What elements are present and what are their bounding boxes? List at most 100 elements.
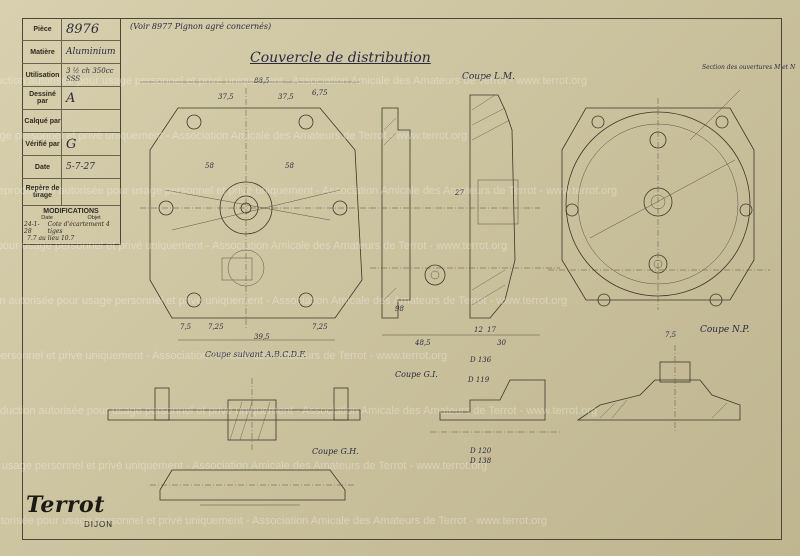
reference-note: (Voir 8977 Pignon agré concernés) bbox=[130, 22, 272, 31]
modifications-header: MODIFICATIONS bbox=[43, 208, 99, 215]
screw-hole bbox=[298, 114, 314, 130]
dim-label: 30 bbox=[497, 339, 506, 347]
lower-boss bbox=[227, 249, 265, 287]
main-bore bbox=[233, 195, 259, 221]
section-abcdf-view bbox=[107, 378, 361, 450]
title-block: Pièce 8976 Matière Aluminium Utilisation… bbox=[22, 18, 121, 245]
flange-hole bbox=[597, 293, 611, 307]
section-gh-body bbox=[159, 469, 346, 501]
tb-row-verifie: Vérifié par G bbox=[22, 133, 120, 156]
section-lm-view bbox=[370, 94, 560, 336]
hatch bbox=[383, 117, 397, 131]
front-view bbox=[140, 81, 372, 341]
tb-row-date: Date 5-7-27 bbox=[22, 156, 120, 179]
dim-label: 58 bbox=[205, 162, 214, 170]
tb-label: Dessiné par bbox=[22, 87, 62, 109]
screw-hole bbox=[332, 200, 348, 216]
dim-label: 39,5 bbox=[254, 333, 270, 341]
dim-label: 98 bbox=[395, 305, 404, 313]
flange-hole bbox=[709, 293, 723, 307]
hatch bbox=[611, 399, 628, 419]
label-coupe-lm: Coupe L.M. bbox=[462, 72, 515, 82]
main-boss bbox=[219, 181, 273, 235]
screw-hole bbox=[298, 292, 314, 308]
tb-row-utilisation: Utilisation 3 ½ ch 350cc SSS bbox=[22, 64, 120, 87]
section-line-a bbox=[164, 189, 331, 221]
hatch bbox=[383, 287, 397, 301]
flange-hole bbox=[715, 115, 729, 129]
dim-label: D 136 bbox=[470, 356, 492, 364]
flange-outline bbox=[561, 107, 755, 301]
hatch bbox=[239, 401, 253, 441]
main-hole bbox=[240, 202, 252, 214]
tb-value: Aluminium bbox=[66, 47, 116, 57]
tb-label: Calqué par bbox=[22, 110, 62, 132]
tb-value: A bbox=[66, 90, 76, 106]
sheet-border bbox=[22, 18, 782, 540]
screw-hole bbox=[186, 292, 202, 308]
dim-label: 6,75 bbox=[312, 89, 328, 97]
section-gi-body bbox=[439, 379, 546, 421]
dim-label: 7,25 bbox=[208, 323, 224, 331]
drawing-title: Couvercle de distribution bbox=[250, 50, 431, 66]
tb-value: G bbox=[66, 136, 77, 152]
tb-row-dessine: Dessiné par A bbox=[22, 87, 120, 110]
tb-label: Repère de tirage bbox=[22, 179, 62, 205]
dim-label: D 119 bbox=[468, 376, 490, 384]
label-coupe-gh: Coupe G.H. bbox=[312, 447, 359, 456]
tb-value: 5-7-27 bbox=[66, 162, 95, 172]
radial-dim bbox=[589, 159, 736, 239]
dim-label: 37,5 bbox=[278, 93, 294, 101]
section-outline bbox=[381, 107, 411, 319]
tb-row-repere: Repère de tirage bbox=[22, 179, 120, 206]
hatch bbox=[711, 402, 728, 419]
section-boss bbox=[154, 387, 170, 421]
section-gh-view bbox=[150, 469, 355, 506]
section-line-b bbox=[171, 189, 341, 231]
section-gi-view bbox=[430, 379, 560, 433]
lower-pocket bbox=[221, 257, 253, 281]
flange-hole bbox=[591, 115, 605, 129]
dim-label: 27 bbox=[455, 189, 464, 197]
tb-row-piece: Pièce 8976 bbox=[22, 18, 120, 41]
modifications-block: MODIFICATIONS Date Objet 24-1-28 Cote d'… bbox=[22, 206, 120, 244]
flange-hole bbox=[739, 203, 753, 217]
dim-label: 7,25 bbox=[312, 323, 328, 331]
section-hole-inner bbox=[430, 270, 440, 280]
dim-label: 17 bbox=[487, 326, 496, 334]
section-boss bbox=[333, 387, 349, 421]
label-coupe-gi: Coupe G.I. bbox=[395, 370, 438, 379]
dim-label: 58 bbox=[285, 162, 294, 170]
dim-label: D 138 bbox=[470, 457, 492, 465]
terrot-logo: Terrot bbox=[26, 492, 105, 518]
tb-row-calque: Calqué par bbox=[22, 110, 120, 133]
label-coupe-np: Coupe N.P. bbox=[700, 325, 750, 335]
mod-col-date: Date bbox=[41, 215, 53, 221]
hatch bbox=[229, 401, 243, 441]
hatch bbox=[471, 107, 506, 126]
tb-row-matiere: Matière Aluminium bbox=[22, 41, 120, 64]
dim-label: 12 bbox=[474, 326, 483, 334]
hatch bbox=[471, 284, 506, 306]
hatch bbox=[383, 132, 397, 146]
tb-label: Utilisation bbox=[22, 64, 62, 86]
label-section-note: Section des ouvertures M et N bbox=[702, 64, 796, 71]
dim-label: 7,5 bbox=[665, 331, 677, 339]
tb-label: Pièce bbox=[22, 18, 62, 40]
section-lm-outline bbox=[469, 94, 516, 319]
mod-entry-object: 7.7 au lieu 10.7 bbox=[27, 235, 75, 242]
logo-city: DIJON bbox=[84, 520, 113, 529]
section-np-view bbox=[576, 345, 741, 432]
tb-value: 8976 bbox=[66, 21, 100, 37]
section-abcdf-body bbox=[107, 409, 361, 421]
flange-hole bbox=[565, 203, 579, 217]
leader-line bbox=[689, 89, 741, 141]
mod-entry-object: Cote d'écartement 4 tiges bbox=[47, 221, 110, 235]
tb-label: Vérifié par bbox=[22, 133, 62, 155]
cover-outline bbox=[149, 107, 363, 319]
section-hole bbox=[424, 264, 446, 286]
dim-label: 37,5 bbox=[218, 93, 234, 101]
dim-label: 88,5 bbox=[254, 77, 270, 85]
hatch bbox=[599, 402, 616, 419]
